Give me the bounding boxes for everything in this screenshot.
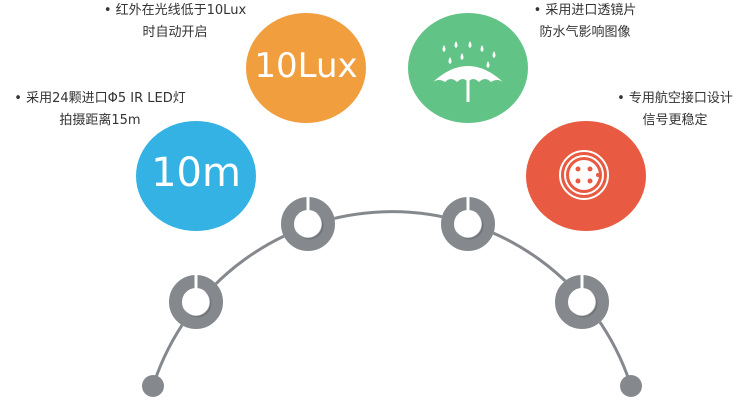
feature-auto-ir-line2: 时自动开启 bbox=[142, 25, 208, 40]
aviation-connector-icon bbox=[559, 150, 609, 200]
end-dot-left bbox=[142, 375, 164, 397]
raindrop-icon bbox=[468, 41, 472, 48]
raindrop-icon bbox=[492, 51, 496, 58]
raindrop-icon bbox=[480, 45, 484, 52]
feature-connector-line2: 信号更稳定 bbox=[642, 113, 708, 128]
feature-lens-line2: 防水气影响图像 bbox=[539, 25, 631, 40]
raindrop-icon bbox=[442, 45, 446, 52]
feature-ir-led-line2: 拍摄距离15m bbox=[59, 113, 141, 128]
power-ring-icon bbox=[169, 274, 223, 329]
feature-connector-line1: • 专用航空接口设计 bbox=[617, 91, 733, 106]
feature-connector: • 专用航空接口设计 信号更稳定 bbox=[610, 88, 740, 132]
feature-ir-led: • 采用24颗进口Φ5 IR LED灯 拍摄距离15m bbox=[0, 88, 200, 132]
raindrop-icon bbox=[454, 41, 458, 48]
raindrop-icon bbox=[460, 53, 464, 60]
feature-auto-ir-line1: • 红外在光线低于10Lux bbox=[103, 3, 247, 18]
badge-10lux-text: 10Lux bbox=[254, 46, 358, 86]
feature-auto-ir: • 红外在光线低于10Lux 时自动开启 bbox=[90, 0, 260, 44]
feature-lens: • 采用进口透镜片 防水气影响图像 bbox=[525, 0, 645, 44]
feature-lens-line1: • 采用进口透镜片 bbox=[533, 3, 637, 18]
raindrop-icon bbox=[486, 61, 490, 68]
feature-ir-led-line1: • 采用24颗进口Φ5 IR LED灯 bbox=[14, 91, 186, 106]
badge-orange bbox=[246, 13, 366, 123]
power-ring-icon bbox=[281, 196, 335, 251]
end-dot-right bbox=[620, 375, 642, 397]
raindrop-icon bbox=[448, 57, 452, 64]
umbrella-rain-icon bbox=[433, 41, 503, 102]
power-ring-icon bbox=[441, 196, 495, 251]
badge-blue bbox=[136, 121, 256, 231]
badge-10m-text: 10m bbox=[151, 150, 241, 196]
power-ring-icon bbox=[555, 274, 609, 329]
